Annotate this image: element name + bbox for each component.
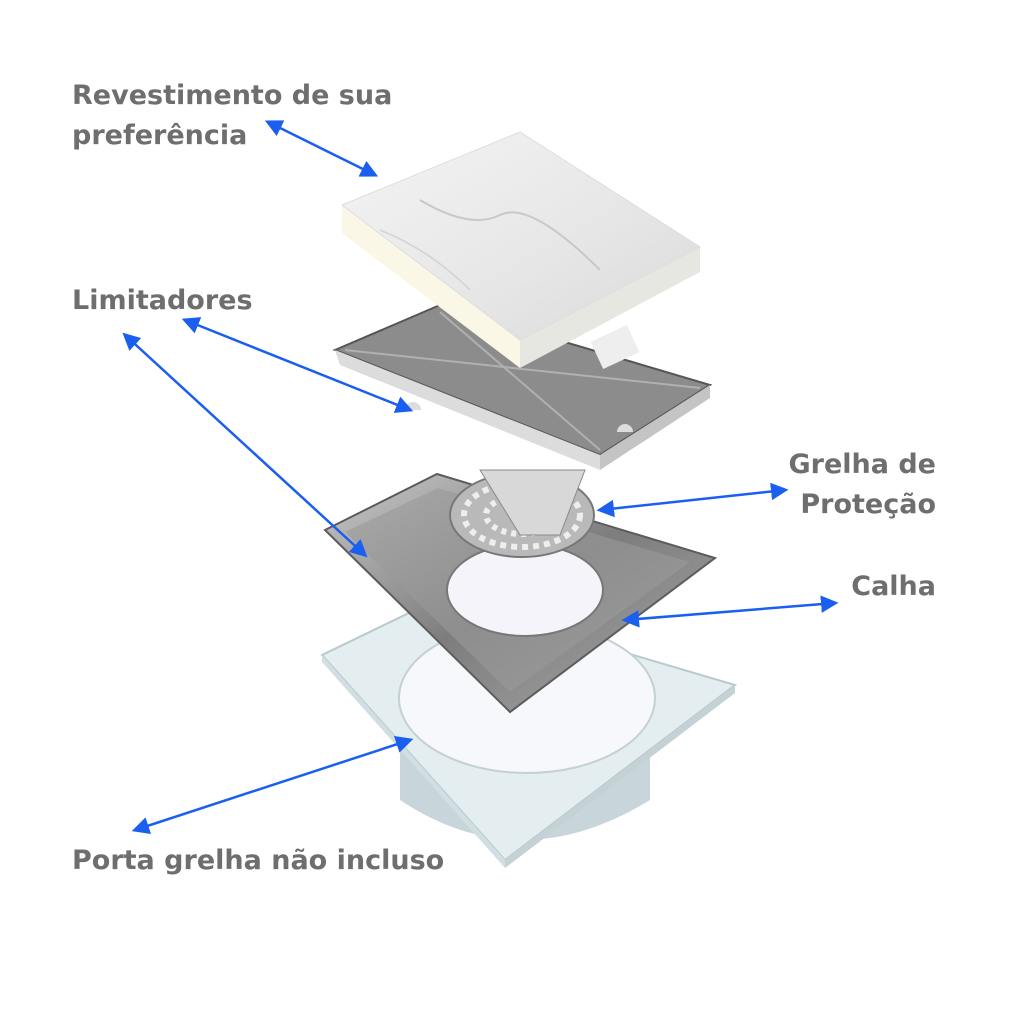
callout-arrows <box>122 120 839 834</box>
label-limitadores: Limitadores <box>72 285 253 316</box>
arrow-limitadores-2 <box>122 332 368 558</box>
arrow-calha <box>621 595 839 628</box>
calha-frame <box>323 472 718 714</box>
label-grelha-line1: Grelha de <box>788 449 936 480</box>
label-grelha-line2: Proteção <box>800 489 936 520</box>
arrow-grelha <box>596 482 789 518</box>
arrow-revestimento <box>264 120 379 177</box>
label-porta-grelha: Porta grelha não incluso <box>72 845 445 876</box>
qr-label <box>590 324 640 370</box>
limitador-tab <box>617 424 633 432</box>
revestimento-tile <box>341 131 702 370</box>
label-revestimento-line1: Revestimento de sua <box>72 80 393 111</box>
label-calha: Calha <box>851 571 936 602</box>
label-revestimento-line2: preferência <box>72 120 248 151</box>
arrow-porta-grelha <box>131 736 414 834</box>
